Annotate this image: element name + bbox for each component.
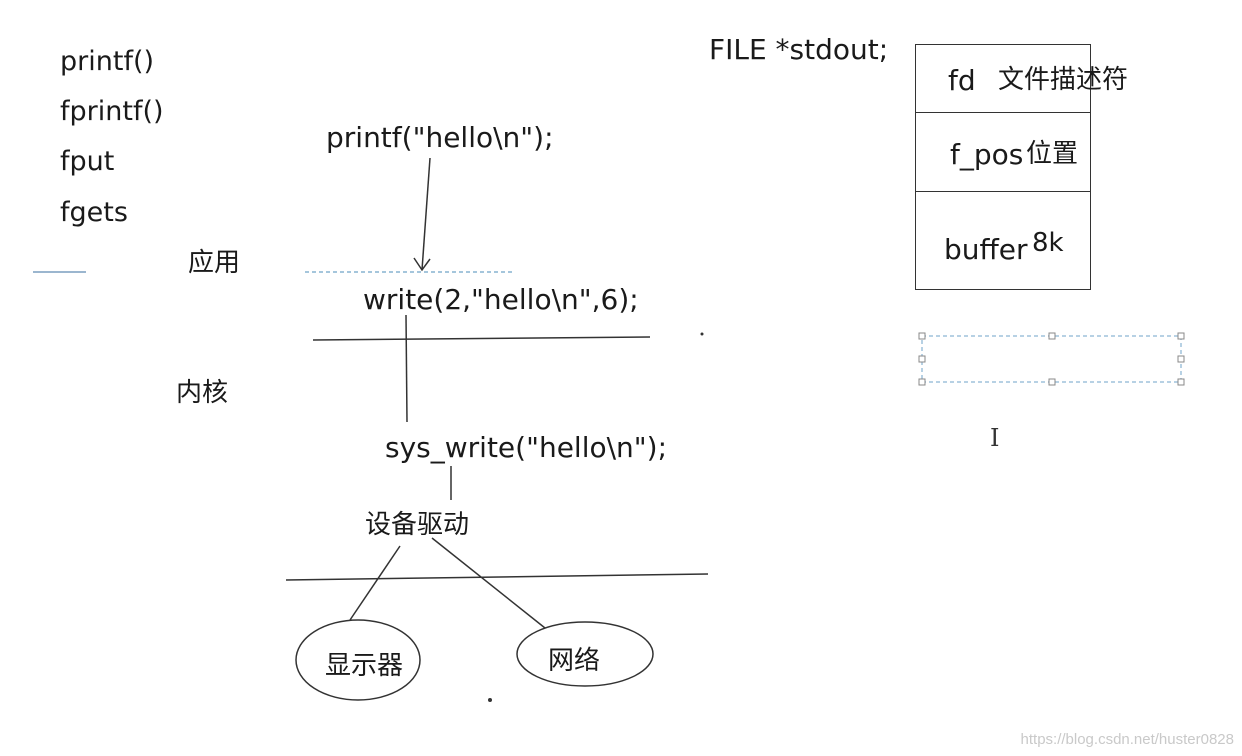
- layer-kernel-label: 内核: [176, 378, 229, 408]
- arrowhead: [413, 257, 431, 272]
- selection-handle: [1177, 332, 1185, 340]
- call-printf: printf("hello\n");: [326, 121, 554, 154]
- file-struct-box: fd 文件描述符 f_pos 位置 buffer 8k: [915, 44, 1128, 291]
- network-ellipse: [516, 621, 654, 687]
- field-fd-name: fd: [948, 64, 976, 97]
- field-fpos-name: f_pos: [950, 138, 1024, 171]
- watermark: https://blog.csdn.net/huster0828: [1020, 731, 1234, 748]
- func-fput: fput: [60, 146, 115, 177]
- display-ellipse: [295, 619, 421, 701]
- call-sys-write: sys_write("hello\n");: [385, 431, 668, 464]
- selection-box: [921, 335, 1182, 383]
- selection-handle: [918, 355, 926, 363]
- field-fpos-desc: 位置: [1026, 139, 1079, 169]
- selection-handle: [1177, 378, 1185, 386]
- field-fpos: f_pos 位置: [916, 113, 1090, 192]
- func-fgets: fgets: [60, 197, 128, 228]
- arrow-printf-to-write: [421, 157, 431, 271]
- line-driver-to-display: [349, 545, 401, 621]
- selection-handle: [1048, 378, 1056, 386]
- dot-mark: [488, 698, 492, 702]
- selection-handle: [1048, 332, 1056, 340]
- selection-handle: [918, 332, 926, 340]
- call-write: write(2,"hello\n",6);: [363, 283, 639, 316]
- func-fprintf: fprintf(): [60, 96, 164, 127]
- field-buffer-name: buffer: [944, 233, 1028, 266]
- boundary-app-kernel: [312, 336, 651, 341]
- field-buffer: buffer 8k: [916, 192, 1090, 291]
- device-display-label: 显示器: [325, 651, 404, 681]
- device-driver-label: 设备驱动: [365, 510, 470, 540]
- boundary-kernel-hardware: [285, 573, 709, 581]
- field-fd: fd 文件描述符: [916, 45, 1128, 113]
- func-printf: printf(): [60, 46, 155, 77]
- text-cursor-icon: Ι: [990, 424, 1000, 452]
- field-fd-desc: 文件描述符: [998, 65, 1129, 95]
- field-buffer-desc: 8k: [1032, 228, 1064, 258]
- selection-handle: [918, 378, 926, 386]
- file-declaration: FILE *stdout;: [709, 33, 889, 66]
- dot-mark: [700, 332, 704, 336]
- line-driver-to-network: [431, 537, 546, 629]
- device-network-label: 网络: [548, 646, 601, 676]
- layer-app-label: 应用: [188, 248, 241, 278]
- selection-handle: [1177, 355, 1185, 363]
- line-write-to-sys-write: [405, 314, 408, 423]
